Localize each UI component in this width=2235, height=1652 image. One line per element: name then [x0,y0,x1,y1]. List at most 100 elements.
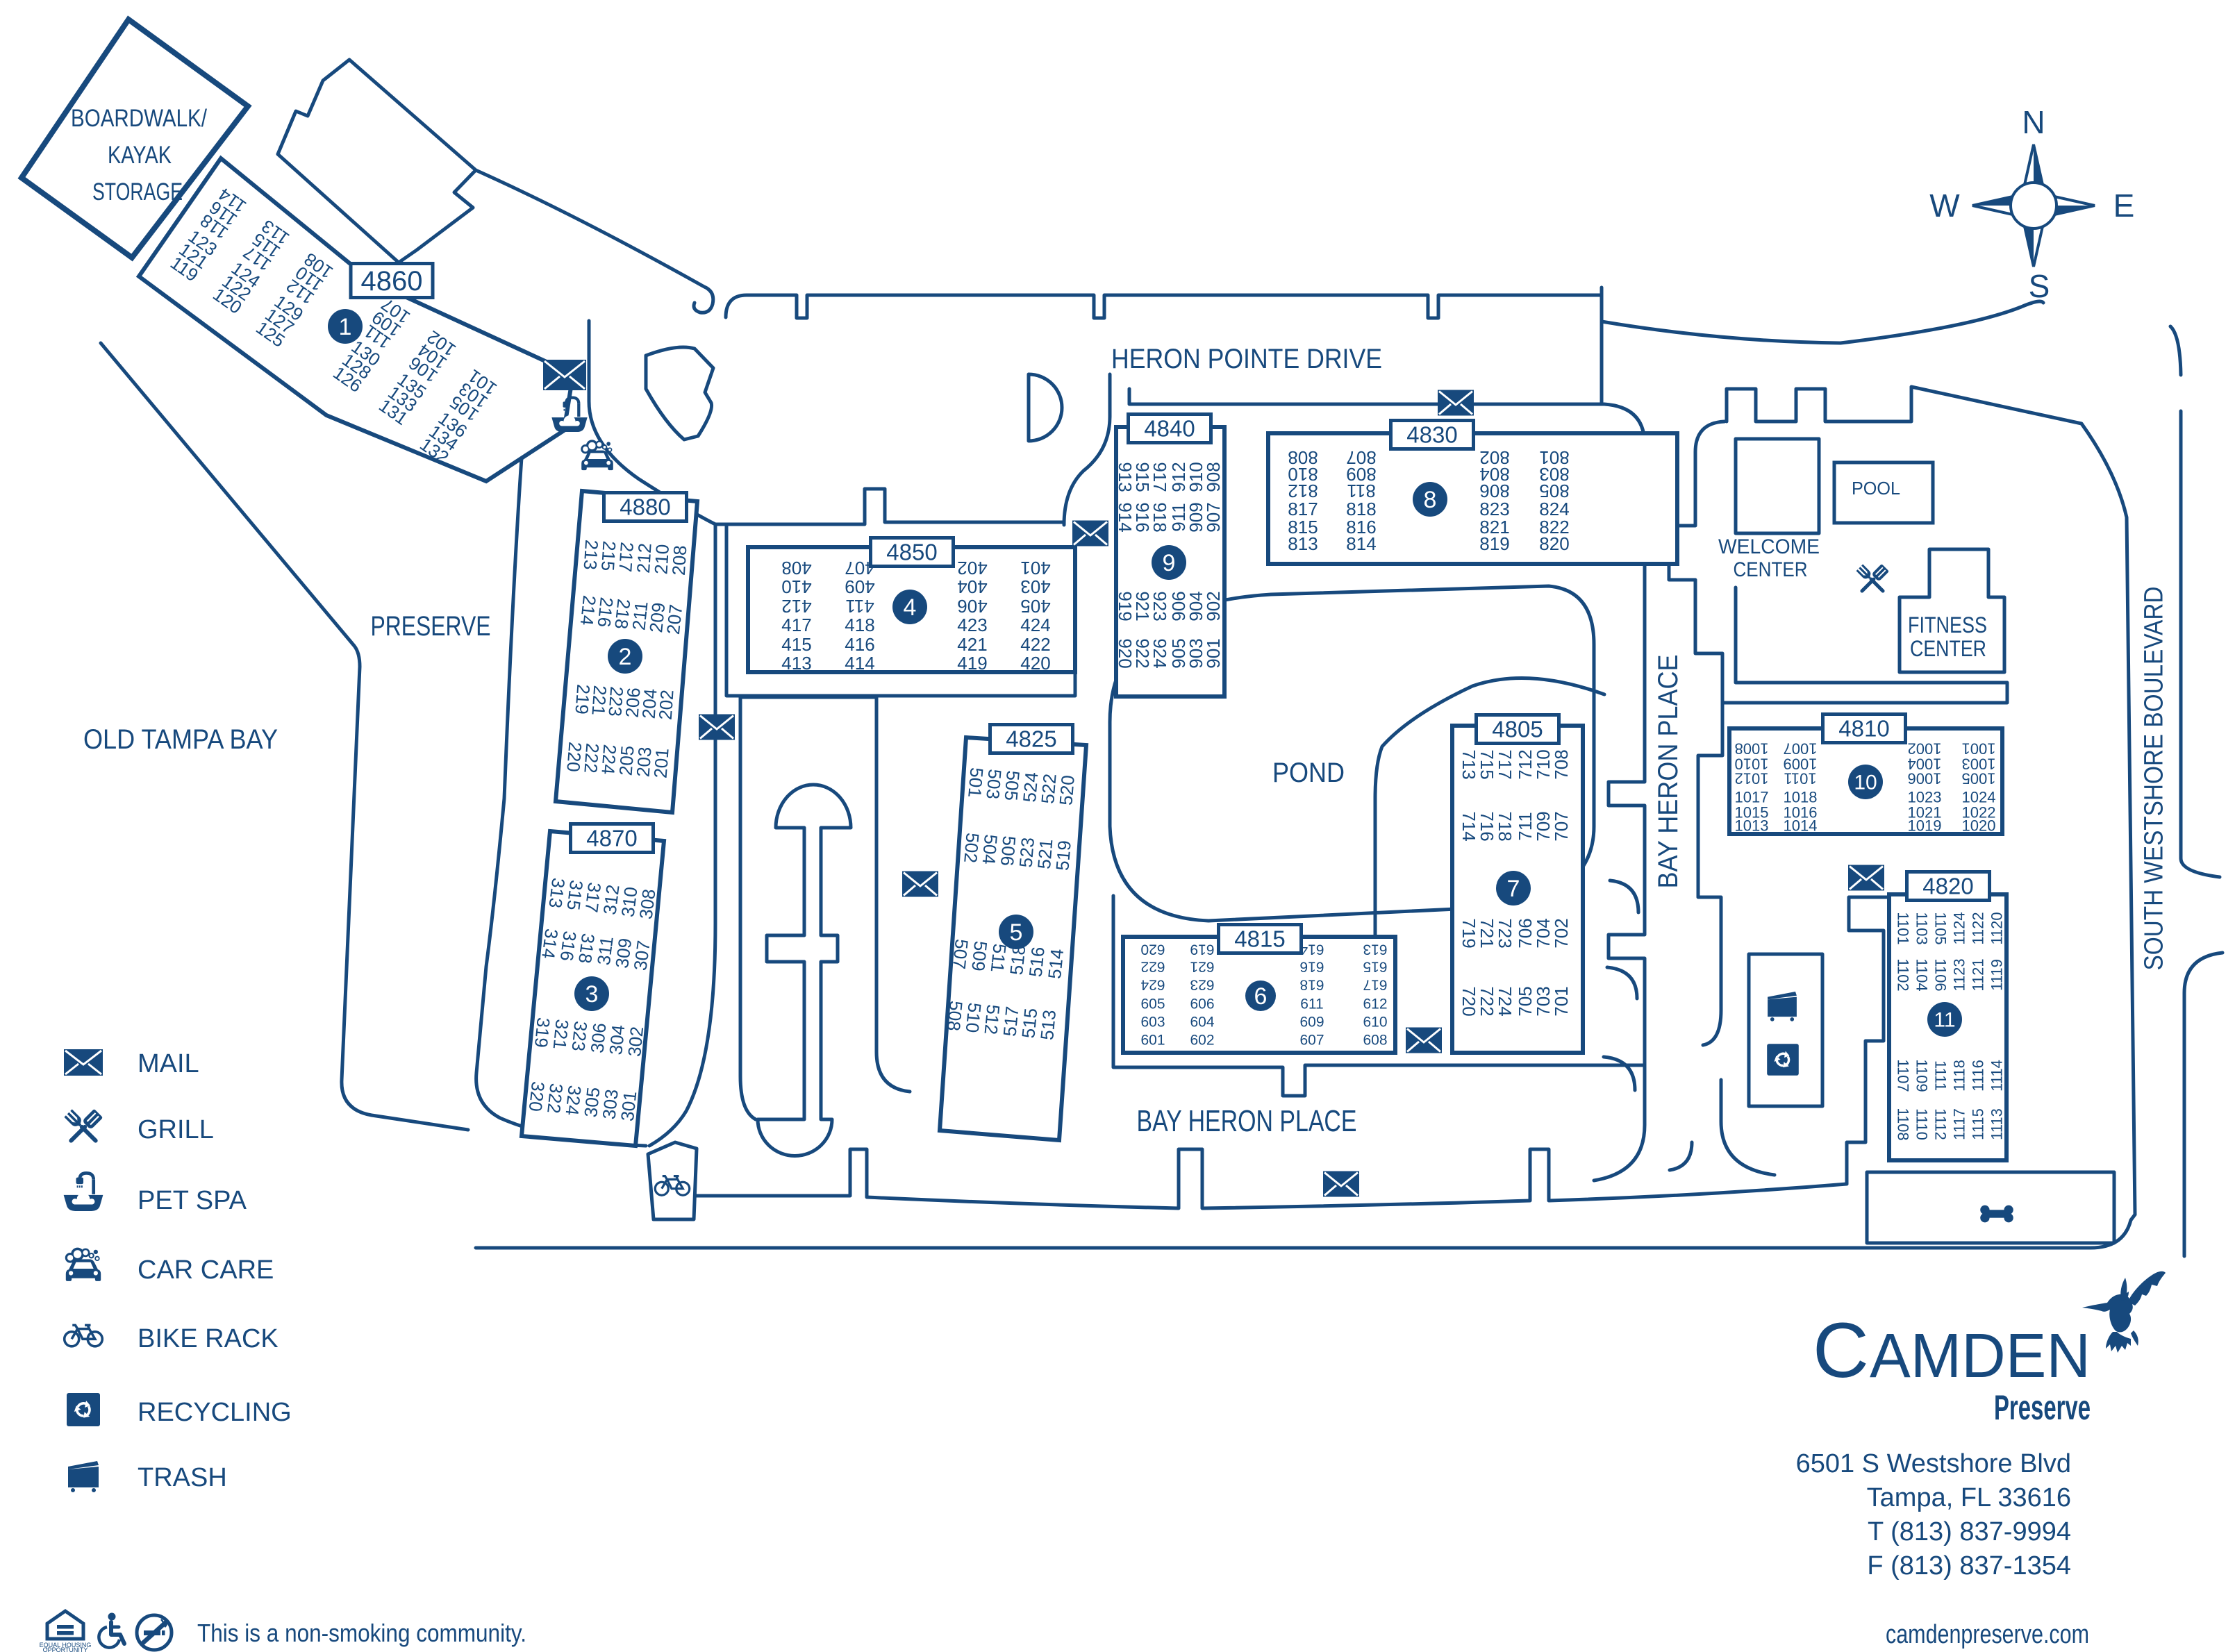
svg-text:1111: 1111 [1931,1060,1949,1091]
svg-text:510: 510 [962,1002,986,1034]
svg-text:924: 924 [1149,638,1170,668]
svg-text:712: 712 [1515,749,1536,779]
svg-text:515: 515 [1017,1007,1041,1039]
svg-text:723: 723 [1495,918,1515,948]
svg-text:HERON POINTE DRIVE: HERON POINTE DRIVE [1111,344,1382,374]
svg-text:7: 7 [1507,876,1520,902]
svg-text:621: 621 [1190,959,1214,975]
svg-text:908: 908 [1203,462,1224,492]
svg-text:707: 707 [1551,811,1572,841]
svg-text:916: 916 [1132,502,1153,532]
svg-text:221: 221 [588,685,610,716]
svg-text:1002: 1002 [1908,740,1942,757]
svg-text:314: 314 [538,928,562,960]
svg-text:306: 306 [586,1022,610,1054]
svg-text:516: 516 [1025,946,1049,978]
svg-text:714: 714 [1459,811,1479,841]
svg-text:BOARDWALK/: BOARDWALK/ [71,105,207,132]
svg-text:602: 602 [1190,1032,1214,1048]
svg-text:517: 517 [999,1006,1022,1037]
svg-text:622: 622 [1140,959,1165,975]
svg-text:914: 914 [1115,502,1136,532]
svg-text:T (813) 837-9994: T (813) 837-9994 [1868,1517,2071,1546]
svg-text:4860: 4860 [361,266,423,297]
svg-text:512: 512 [980,1003,1004,1035]
svg-text:513: 513 [1036,1009,1060,1041]
svg-text:812: 812 [1288,481,1318,501]
svg-text:616: 616 [1299,959,1324,975]
svg-text:1106: 1106 [1931,958,1949,991]
svg-text:BIKE RACK: BIKE RACK [138,1324,279,1353]
svg-text:817: 817 [1288,499,1318,519]
svg-text:1122: 1122 [1970,912,1987,944]
svg-text:901: 901 [1203,638,1224,668]
svg-text:320: 320 [525,1081,549,1112]
svg-text:808: 808 [1288,447,1318,468]
svg-text:309: 309 [611,937,635,969]
svg-text:GRILL: GRILL [138,1115,214,1144]
svg-text:206: 206 [622,687,645,718]
svg-text:STORAGE: STORAGE [92,178,183,206]
svg-text:304: 304 [605,1024,629,1056]
svg-text:220: 220 [563,741,585,772]
svg-text:324: 324 [561,1084,585,1116]
svg-text:S: S [2029,268,2050,304]
svg-text:1109: 1109 [1913,1059,1930,1092]
svg-text:1001: 1001 [1962,740,1996,757]
svg-text:919: 919 [1115,591,1136,621]
svg-text:BAY HERON PLACE: BAY HERON PLACE [1137,1104,1357,1138]
svg-text:807: 807 [1346,447,1376,468]
svg-text:902: 902 [1203,591,1224,621]
svg-text:210: 210 [650,544,673,575]
svg-text:317: 317 [581,881,605,914]
svg-text:813: 813 [1288,533,1318,554]
svg-text:713: 713 [1459,749,1479,779]
svg-text:223: 223 [604,686,627,717]
svg-text:522: 522 [1037,773,1061,805]
svg-text:3: 3 [585,981,599,1008]
svg-text:1011: 1011 [1784,769,1816,787]
svg-text:POND: POND [1272,758,1345,788]
svg-text:1123: 1123 [1951,958,1968,991]
svg-text:F (813) 837-1354: F (813) 837-1354 [1867,1551,2071,1580]
svg-text:413: 413 [781,653,811,674]
svg-text:1005: 1005 [1962,769,1996,787]
svg-text:214: 214 [576,594,600,626]
svg-text:823: 823 [1479,499,1509,519]
svg-text:816: 816 [1346,517,1376,537]
svg-text:720: 720 [1459,986,1479,1016]
svg-text:308: 308 [635,888,660,921]
svg-text:421: 421 [957,634,987,655]
svg-text:803: 803 [1539,464,1569,485]
svg-text:4810: 4810 [1838,716,1889,742]
svg-text:218: 218 [610,598,634,630]
svg-text:410: 410 [781,576,811,597]
svg-text:1019: 1019 [1908,817,1942,835]
svg-text:1016: 1016 [1784,804,1818,821]
svg-text:1008: 1008 [1735,740,1769,757]
svg-text:4870: 4870 [586,826,637,851]
svg-text:915: 915 [1132,462,1153,492]
svg-text:1021: 1021 [1908,804,1942,821]
svg-text:801: 801 [1539,447,1569,468]
svg-text:903: 903 [1186,638,1206,668]
svg-text:1112: 1112 [1931,1108,1949,1140]
svg-text:1115: 1115 [1970,1108,1987,1140]
svg-text:RECYCLING: RECYCLING [138,1398,292,1427]
svg-text:1120: 1120 [1988,912,2006,944]
svg-text:603: 603 [1140,1014,1165,1030]
svg-text:601: 601 [1140,1032,1165,1048]
svg-text:416: 416 [845,634,874,655]
svg-text:PET SPA: PET SPA [138,1186,247,1215]
svg-text:1116: 1116 [1970,1060,1987,1092]
svg-text:305: 305 [580,1086,604,1118]
svg-text:809: 809 [1346,464,1376,485]
svg-text:OPPORTUNITY: OPPORTUNITY [43,1646,88,1652]
svg-text:614: 614 [1299,942,1324,958]
svg-text:W: W [1929,187,1960,224]
svg-text:1018: 1018 [1784,789,1818,806]
svg-text:913: 913 [1115,462,1136,492]
svg-text:1024: 1024 [1962,789,1996,806]
svg-text:506: 506 [997,835,1020,867]
svg-text:518: 518 [1006,944,1029,976]
